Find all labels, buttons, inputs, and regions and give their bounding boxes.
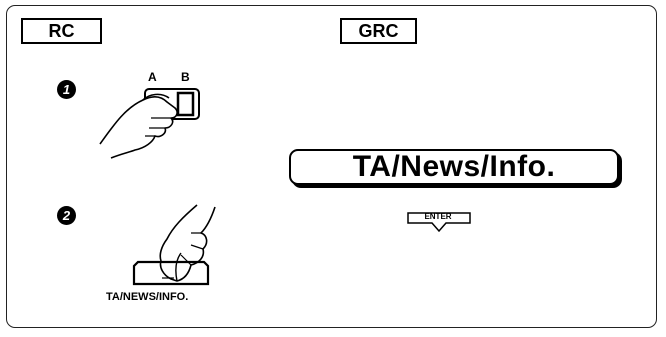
- switch-label-a: A: [148, 70, 157, 84]
- rc-label: RC: [21, 18, 102, 44]
- ta-news-info-button[interactable]: TA/News/Info.: [289, 149, 619, 185]
- grc-label: GRC: [340, 18, 417, 44]
- remote-button-caption: TA/NEWS/INFO.: [106, 291, 188, 303]
- step-1-badge: 1: [57, 80, 76, 99]
- switch-label-b: B: [181, 70, 190, 84]
- enter-key-label: ENTER: [406, 211, 470, 223]
- step-2-badge: 2: [57, 206, 76, 225]
- remote-button-icon: [132, 260, 222, 290]
- hand-pressing-switch-icon: [95, 86, 205, 176]
